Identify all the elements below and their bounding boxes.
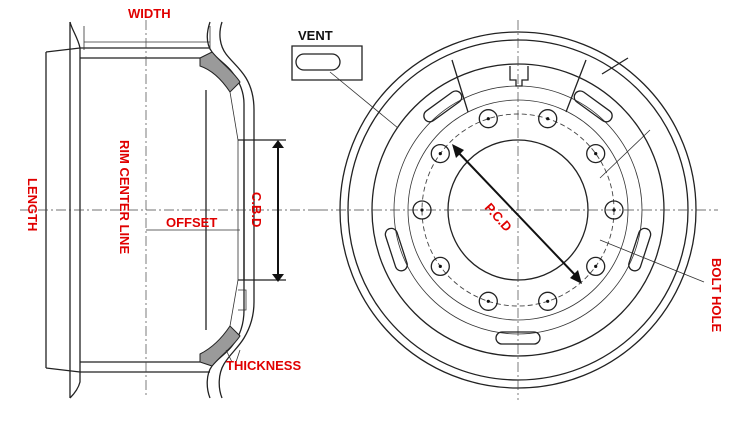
thickness-indicator — [225, 349, 241, 363]
bolt-holes — [412, 109, 624, 311]
vent-leader-line — [329, 71, 399, 129]
bolt-hole-center — [486, 299, 490, 303]
vent-detail-box — [291, 45, 363, 81]
bolt-hole — [538, 109, 558, 129]
vent-slot — [495, 331, 541, 345]
bolt-hole — [478, 291, 498, 311]
bolt-hole — [412, 200, 432, 220]
pcd-label: P.C.D — [482, 200, 515, 235]
bolt-hole-center — [438, 152, 442, 156]
valve-notch — [509, 66, 529, 87]
width-label: WIDTH — [128, 6, 171, 21]
offset-label: OFFSET — [166, 215, 217, 230]
pcd-dimension-line — [455, 149, 579, 279]
bolt-hole-center — [546, 299, 550, 303]
vent-slot — [573, 90, 613, 123]
bolt-hole-center — [594, 264, 598, 268]
bolt-hole — [478, 109, 498, 129]
bolt-hole-label: BOLT HOLE — [709, 258, 724, 332]
bolt-hole-center — [594, 152, 598, 156]
cbd-label: C.B.D — [249, 192, 264, 227]
bolt-hole-center — [420, 208, 424, 212]
bolt-hole-center — [486, 117, 490, 121]
vent-label: VENT — [298, 28, 333, 43]
vent-detail-slot — [295, 53, 341, 71]
vent-slot — [628, 227, 652, 272]
bolt-hole — [604, 200, 624, 220]
rim-center-line-label: RIM CENTER LINE — [117, 140, 132, 254]
vent-slot — [423, 90, 463, 123]
disc-hatch-bottom — [199, 325, 241, 367]
front-view — [291, 20, 718, 400]
bolt-hole — [586, 143, 606, 164]
bolt-hole-center — [612, 208, 616, 212]
bolt-hole — [430, 143, 450, 164]
length-label: LENGTH — [25, 178, 40, 231]
bolt-hole-center — [546, 117, 550, 121]
bolt-hole — [586, 256, 606, 277]
bolt-hole-center — [438, 264, 442, 268]
thickness-label: THICKNESS — [226, 358, 301, 373]
vent-slot — [384, 227, 408, 272]
bolt-hole — [538, 291, 558, 311]
side-section-view — [20, 20, 320, 399]
vent-slots — [384, 90, 652, 345]
bolt-hole-leader-line — [599, 239, 705, 283]
rim-left-flange-curve — [69, 21, 81, 399]
bolt-hole — [430, 256, 450, 277]
disc-hatch-top — [199, 51, 241, 93]
